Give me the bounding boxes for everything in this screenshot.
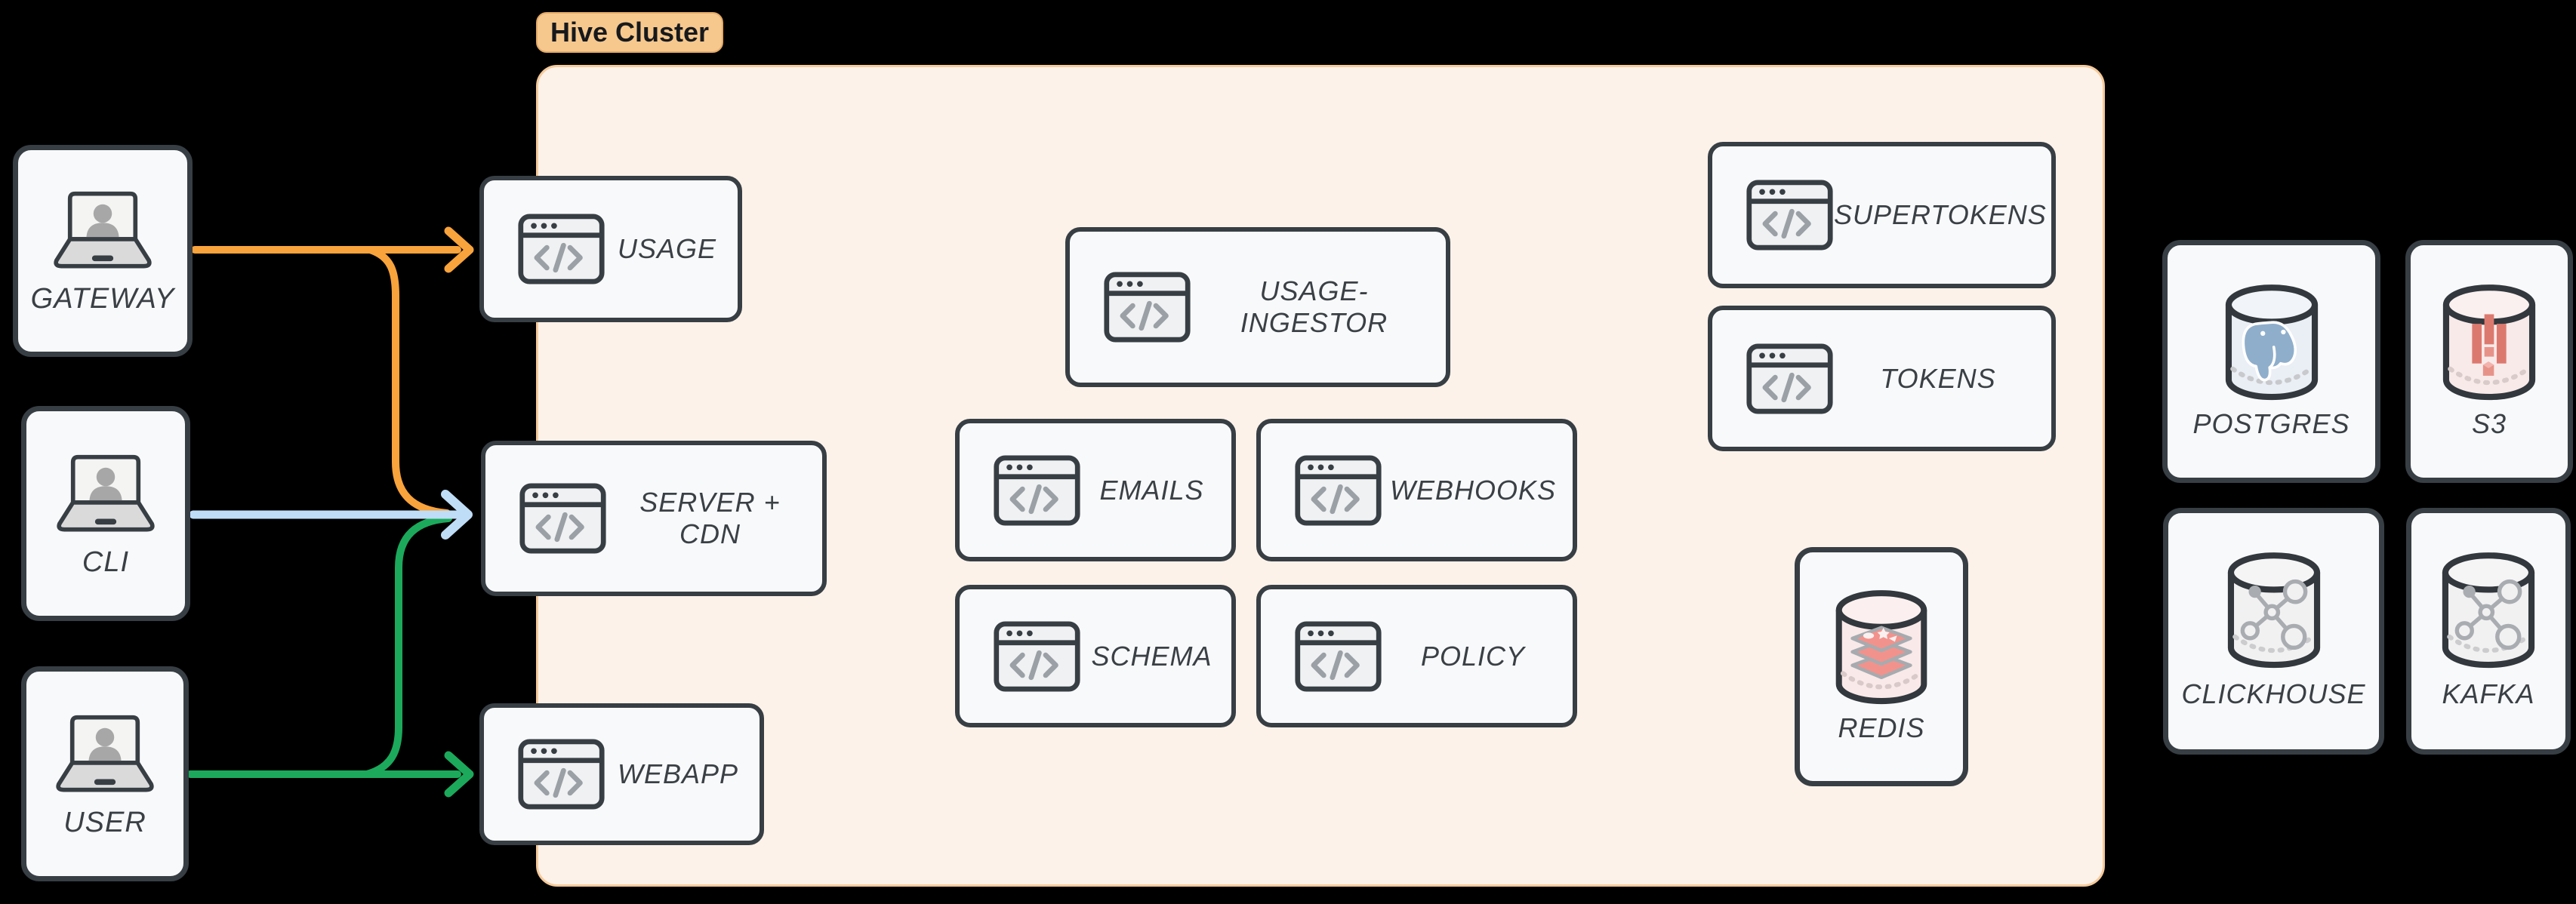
service-tokens[interactable]: TOKENS (1708, 306, 2056, 451)
browser-code-icon (993, 621, 1081, 692)
service-webhooks-label: WEBHOOKS (1389, 474, 1557, 506)
node-cli-label: CLI (82, 546, 130, 578)
service-emails-label: EMAILS (1099, 474, 1204, 506)
service-webhooks[interactable]: WEBHOOKS (1256, 419, 1577, 561)
service-webapp-label: WEBAPP (617, 758, 739, 789)
node-redis-label: REDIS (1838, 712, 1925, 744)
node-cli[interactable]: CLI (21, 406, 190, 621)
node-redis[interactable]: REDIS (1795, 547, 1968, 786)
service-schema[interactable]: SCHEMA (955, 585, 1236, 727)
service-server-cdn-label: SERVER + CDN (639, 487, 781, 549)
service-usage-label: USAGE (617, 233, 717, 264)
node-s3-label: S3 (2471, 407, 2507, 439)
service-policy-label: POLICY (1420, 640, 1526, 672)
service-usage[interactable]: USAGE (479, 176, 742, 322)
node-postgres[interactable]: POSTGRES (2162, 240, 2380, 483)
service-usage-ingestor[interactable]: USAGE-INGESTOR (1065, 227, 1450, 387)
s3-cylinder-icon (2438, 281, 2541, 404)
service-server-cdn[interactable]: SERVER + CDN (481, 441, 827, 596)
browser-code-icon (1103, 272, 1191, 343)
node-clickhouse-label: CLICKHOUSE (2181, 678, 2366, 710)
node-gateway[interactable]: GATEWAY (13, 145, 193, 357)
service-usage-ingestor-label: USAGE-INGESTOR (1240, 275, 1388, 338)
browser-code-icon (1746, 343, 1834, 414)
redis-cylinder-icon (1831, 587, 1932, 709)
node-user-label: USER (63, 806, 146, 838)
browser-code-icon (993, 455, 1081, 526)
node-kafka[interactable]: KAFKA (2406, 508, 2571, 755)
browser-code-icon (517, 739, 605, 810)
laptop-user-icon (45, 453, 166, 538)
node-gateway-label: GATEWAY (30, 283, 175, 315)
service-policy[interactable]: POLICY (1256, 585, 1577, 727)
laptop-user-icon (45, 713, 165, 798)
browser-code-icon (1294, 621, 1382, 692)
node-user[interactable]: USER (21, 666, 189, 881)
service-schema-label: SCHEMA (1091, 640, 1213, 672)
browser-code-icon (1294, 455, 1382, 526)
node-kafka-label: KAFKA (2442, 678, 2535, 710)
hive-cluster-label-text: Hive Cluster (550, 17, 710, 48)
browser-code-icon (1746, 180, 1834, 251)
clickhouse-cylinder-icon (2223, 549, 2325, 672)
postgres-cylinder-icon (2220, 281, 2323, 404)
service-supertokens-label: SUPERTOKENS (1834, 199, 2047, 230)
service-webapp[interactable]: WEBAPP (479, 703, 764, 845)
node-postgres-label: POSTGRES (2192, 407, 2350, 439)
service-supertokens[interactable]: SUPERTOKENS (1708, 142, 2056, 288)
browser-code-icon (517, 214, 605, 284)
node-s3[interactable]: S3 (2405, 240, 2573, 483)
hive-cluster-label: Hive Cluster (536, 12, 723, 53)
laptop-user-icon (42, 189, 163, 275)
kafka-cylinder-icon (2437, 549, 2540, 672)
service-tokens-label: TOKENS (1880, 362, 1996, 394)
node-clickhouse[interactable]: CLICKHOUSE (2163, 508, 2384, 755)
browser-code-icon (519, 483, 607, 554)
service-emails[interactable]: EMAILS (955, 419, 1236, 561)
